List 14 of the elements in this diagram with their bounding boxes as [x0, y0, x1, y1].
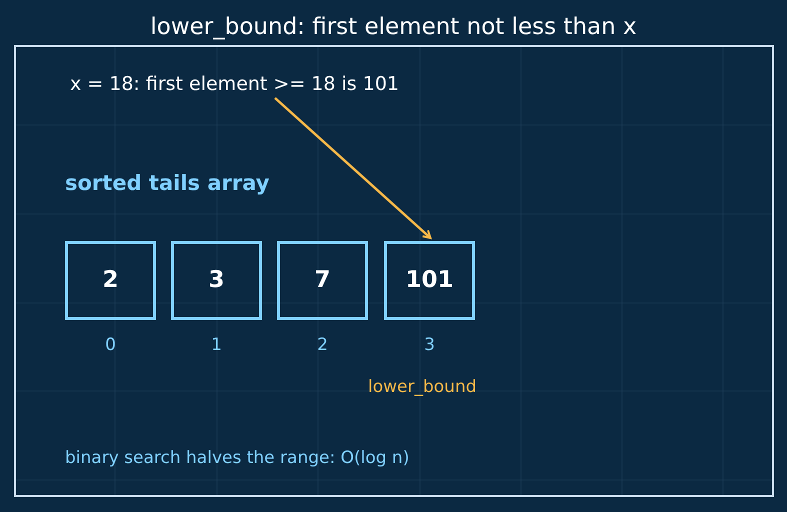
array-cell: 2	[65, 241, 156, 320]
index-label: 1	[210, 334, 223, 357]
index-label: 0	[104, 334, 117, 357]
note: binary search halves the range: O(log n)	[65, 447, 410, 470]
arrow	[274, 97, 432, 239]
array-heading: sorted tails array	[65, 170, 270, 197]
query-text: x = 18: first element >= 18 is 101	[70, 70, 450, 98]
array-cell: 3	[171, 241, 262, 320]
pointer-label: lower_bound	[368, 376, 477, 399]
index-label: 2	[316, 334, 329, 357]
index-label: 3	[423, 334, 436, 357]
title: lower_bound: first element not less than x	[149, 13, 638, 42]
array-cell: 101	[384, 241, 475, 320]
array-cell: 7	[277, 241, 368, 320]
